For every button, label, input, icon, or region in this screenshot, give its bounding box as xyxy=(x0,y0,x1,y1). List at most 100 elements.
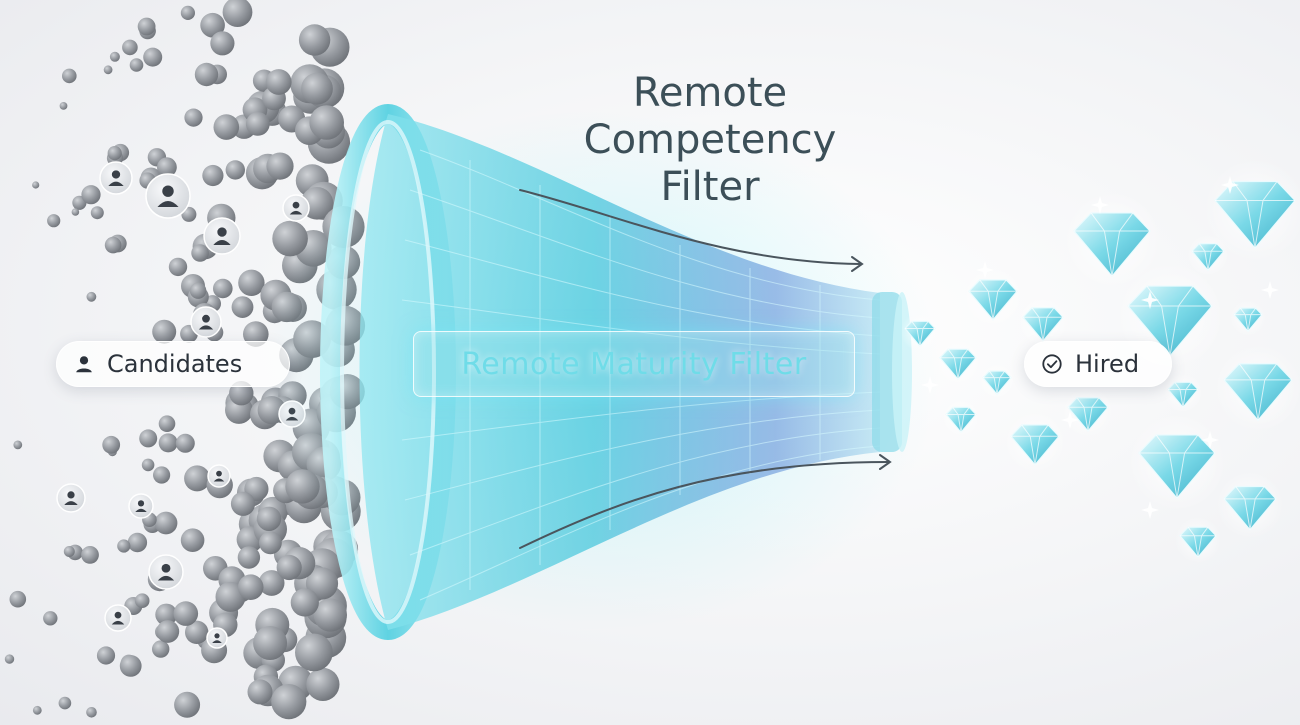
candidate-sphere xyxy=(120,655,142,677)
candidate-sphere xyxy=(176,434,195,453)
candidate-sphere xyxy=(33,706,42,715)
person-avatar-icon xyxy=(191,307,221,337)
candidate-sphere xyxy=(86,707,97,718)
candidate-sphere xyxy=(47,214,60,227)
diamond-icon xyxy=(1230,300,1266,336)
candidate-sphere xyxy=(266,69,292,95)
candidate-sphere xyxy=(130,58,144,72)
diamond-icon xyxy=(1214,344,1300,432)
candidate-sphere xyxy=(299,24,330,55)
candidate-sphere xyxy=(246,112,270,136)
check-circle-icon xyxy=(1041,353,1063,375)
candidate-sphere xyxy=(190,283,206,299)
candidate-sphere xyxy=(213,279,233,299)
candidate-sphere xyxy=(248,679,273,704)
person-avatar-icon xyxy=(129,494,153,518)
person-avatar-icon xyxy=(208,465,230,487)
candidate-sphere xyxy=(138,18,156,36)
diamond-icon xyxy=(1128,413,1227,512)
candidate-sphere xyxy=(72,208,80,216)
candidate-sphere xyxy=(159,433,178,452)
candidate-sphere xyxy=(142,459,155,472)
person-avatar-icon xyxy=(207,628,227,648)
candidate-sphere xyxy=(214,114,240,140)
candidate-sphere xyxy=(122,40,138,56)
title-line: Remote xyxy=(540,70,880,117)
candidate-sphere xyxy=(174,601,199,626)
candidate-sphere xyxy=(60,102,68,110)
candidate-sphere xyxy=(238,270,264,296)
candidate-sphere xyxy=(301,73,333,105)
diamond-icon xyxy=(962,266,1024,328)
candidate-sphere xyxy=(238,546,260,568)
candidate-sphere xyxy=(306,668,339,701)
person-avatar-icon xyxy=(100,162,132,194)
candidate-sphere xyxy=(184,465,210,491)
diamond-icon xyxy=(942,399,981,438)
hired-pill: Hired xyxy=(1024,341,1172,387)
candidate-sphere xyxy=(143,48,162,67)
sparkle-icon xyxy=(1261,281,1279,299)
diagram-title: Remote Competency Filter xyxy=(540,70,880,211)
candidate-sphere xyxy=(153,466,170,483)
candidate-sphere xyxy=(184,109,202,127)
candidate-sphere xyxy=(81,546,99,564)
diamond-icon xyxy=(1164,374,1203,413)
candidate-sphere xyxy=(64,546,75,557)
candidate-sphere xyxy=(110,52,120,62)
diamond-icon xyxy=(935,339,982,386)
hired-label: Hired xyxy=(1075,350,1139,378)
filter-label: Remote Maturity Filter xyxy=(413,331,855,397)
person-avatar-icon xyxy=(105,605,131,631)
candidate-sphere xyxy=(295,634,333,672)
candidate-sphere xyxy=(5,654,14,663)
candidate-sphere xyxy=(102,436,120,454)
candidate-sphere xyxy=(271,684,306,719)
candidate-sphere xyxy=(191,244,209,262)
candidate-sphere xyxy=(257,507,281,531)
title-line: Competency xyxy=(540,117,880,164)
candidate-sphere xyxy=(156,620,179,643)
candidate-sphere xyxy=(259,531,282,554)
candidate-sphere xyxy=(81,185,100,204)
title-line: Filter xyxy=(540,164,880,211)
candidate-sphere xyxy=(202,165,223,186)
candidate-sphere xyxy=(169,258,187,276)
person-avatar-icon xyxy=(149,555,183,589)
candidate-sphere xyxy=(105,237,122,254)
candidate-sphere xyxy=(181,6,195,20)
diamond-icon xyxy=(1175,517,1222,564)
candidate-sphere xyxy=(62,69,77,84)
candidate-sphere xyxy=(231,492,255,516)
candidate-sphere xyxy=(195,63,218,86)
person-avatar-icon xyxy=(204,218,240,254)
candidate-sphere xyxy=(238,574,264,600)
candidate-sphere xyxy=(135,593,150,608)
candidate-sphere xyxy=(210,31,234,55)
candidate-sphere xyxy=(309,105,344,140)
candidates-pill: Candidates xyxy=(56,341,290,387)
candidate-sphere xyxy=(104,65,113,74)
candidate-sphere xyxy=(291,588,319,616)
candidate-sphere xyxy=(43,611,57,625)
candidate-sphere xyxy=(277,555,302,580)
candidate-sphere xyxy=(91,206,104,219)
candidate-sphere xyxy=(159,415,176,432)
candidate-sphere xyxy=(152,640,169,657)
person-icon xyxy=(73,353,95,375)
candidate-sphere xyxy=(87,292,97,302)
candidate-sphere xyxy=(139,429,157,447)
diamond-icon xyxy=(901,313,940,352)
candidate-sphere xyxy=(108,146,122,160)
candidate-sphere xyxy=(226,160,245,179)
candidate-sphere xyxy=(9,591,26,608)
person-avatar-icon xyxy=(146,174,190,218)
person-avatar-icon xyxy=(57,484,85,512)
candidate-sphere xyxy=(97,646,115,664)
candidate-sphere xyxy=(117,539,130,552)
diamond-icon xyxy=(1216,471,1284,539)
candidate-sphere xyxy=(181,528,205,552)
candidate-sphere xyxy=(174,692,200,718)
candidate-sphere xyxy=(32,181,39,188)
candidate-sphere xyxy=(253,626,287,660)
